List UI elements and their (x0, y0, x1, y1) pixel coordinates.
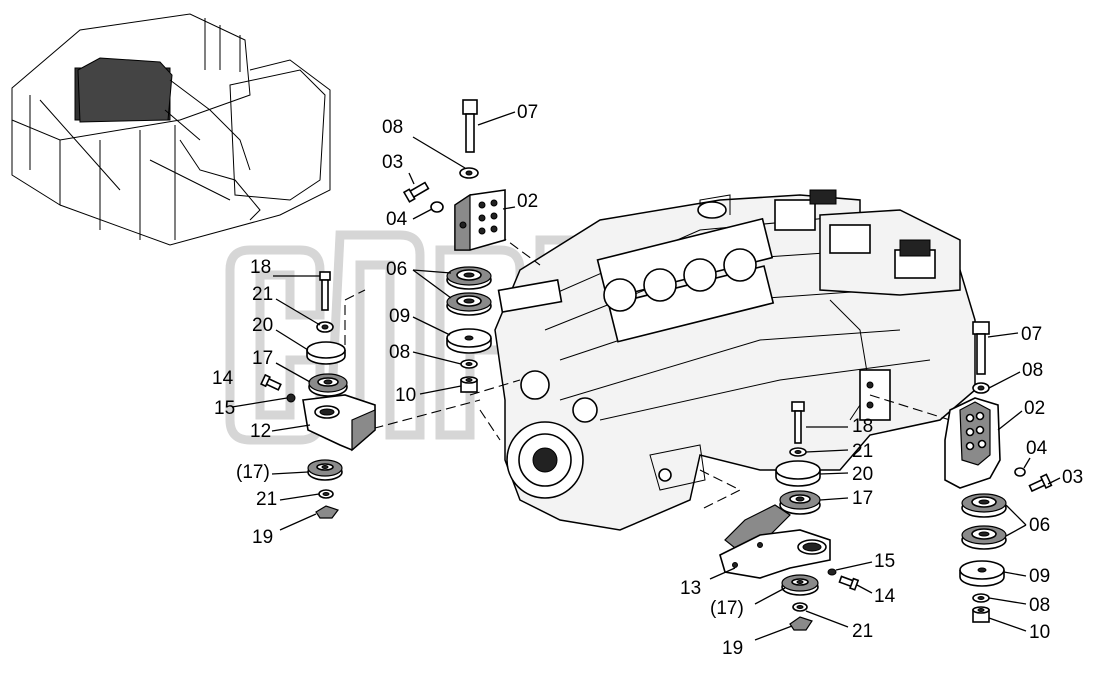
label-14-right: 14 (874, 586, 896, 607)
label-14: 14 (212, 368, 234, 389)
label-10-right: 10 (1029, 622, 1050, 643)
bolt-14-right (838, 575, 860, 591)
cushion-17 (308, 373, 348, 397)
plate-19 (315, 505, 339, 519)
label-13: 13 (680, 578, 701, 599)
label-18-right: 18 (852, 416, 873, 437)
label-09: 09 (389, 306, 410, 327)
label-08-right: 08 (1022, 360, 1043, 381)
label-04-right: 04 (1026, 438, 1048, 459)
bolt-07 (462, 99, 478, 115)
plate-09 (446, 328, 492, 354)
cushion-17-right (779, 490, 821, 515)
nut-10 (460, 376, 478, 393)
plate-20-right (775, 460, 821, 487)
label-17-paren: (17) (236, 462, 270, 483)
label-02-right: 02 (1024, 398, 1045, 419)
label-20-right: 20 (852, 464, 873, 485)
bracket-13 (719, 504, 831, 579)
washer-15-right (827, 568, 837, 576)
washer-15 (286, 393, 296, 403)
bolt-14 (260, 373, 282, 391)
label-06-right: 06 (1029, 515, 1050, 536)
bolt-03 (402, 181, 430, 203)
label-02: 02 (517, 191, 538, 212)
label-21: 21 (252, 284, 273, 305)
label-08-lower: 08 (389, 342, 410, 363)
bracket-02-right (944, 397, 1001, 489)
washer-04 (430, 201, 444, 213)
label-17-paren-right: (17) (710, 598, 744, 619)
plate-20 (306, 341, 346, 365)
label-17-right: 17 (852, 488, 873, 509)
label-15: 15 (214, 398, 235, 419)
plate-09-right (959, 560, 1005, 587)
label-18: 18 (250, 257, 271, 278)
label-15-right: 15 (874, 551, 895, 572)
bolt-18 (319, 271, 331, 281)
label-21-lower: 21 (256, 489, 277, 510)
label-21-right: 21 (852, 441, 873, 462)
cushion-06-right-lower (961, 525, 1007, 550)
label-19-right: 19 (722, 638, 743, 659)
label-12: 12 (250, 421, 271, 442)
label-03: 03 (382, 152, 403, 173)
bracket-02 (454, 189, 506, 251)
vehicle-frame-inset-icon (11, 13, 331, 246)
label-10: 10 (395, 385, 416, 406)
label-17: 17 (252, 348, 273, 369)
label-04: 04 (386, 209, 408, 230)
cushion-06-right-upper (961, 493, 1007, 518)
label-07: 07 (517, 102, 538, 123)
cushion-17-paren-right (781, 574, 819, 596)
cushion-06-upper (446, 266, 492, 290)
callout-labels: 07 08 03 04 02 06 09 08 10 18 21 20 17 1… (212, 102, 1083, 659)
nut-10-right (972, 606, 990, 623)
label-07-right: 07 (1021, 324, 1042, 345)
cushion-06-lower (446, 292, 492, 316)
label-08-right-lower: 08 (1029, 595, 1050, 616)
leader-lines (231, 111, 1061, 641)
cushion-17-paren (307, 459, 343, 481)
label-06: 06 (386, 259, 407, 280)
plate-19-right (789, 616, 813, 631)
engine-transmission-assembly-icon (494, 189, 976, 531)
lower-right-mount-stack (719, 401, 860, 631)
label-19: 19 (252, 527, 273, 548)
label-09-right: 09 (1029, 566, 1050, 587)
assembly-lines (329, 224, 951, 511)
bolt-18-right (791, 401, 805, 412)
upper-left-mount-stack (402, 99, 506, 393)
bolt-07-right (972, 321, 990, 335)
label-20: 20 (252, 315, 273, 336)
bracket-12 (302, 394, 376, 452)
label-03-right: 03 (1062, 467, 1083, 488)
bolt-03-right (1028, 473, 1053, 493)
label-21-right-lower: 21 (852, 621, 873, 642)
washer-04-right (1014, 467, 1026, 477)
right-mount-stack (944, 321, 1053, 623)
label-08: 08 (382, 117, 403, 138)
